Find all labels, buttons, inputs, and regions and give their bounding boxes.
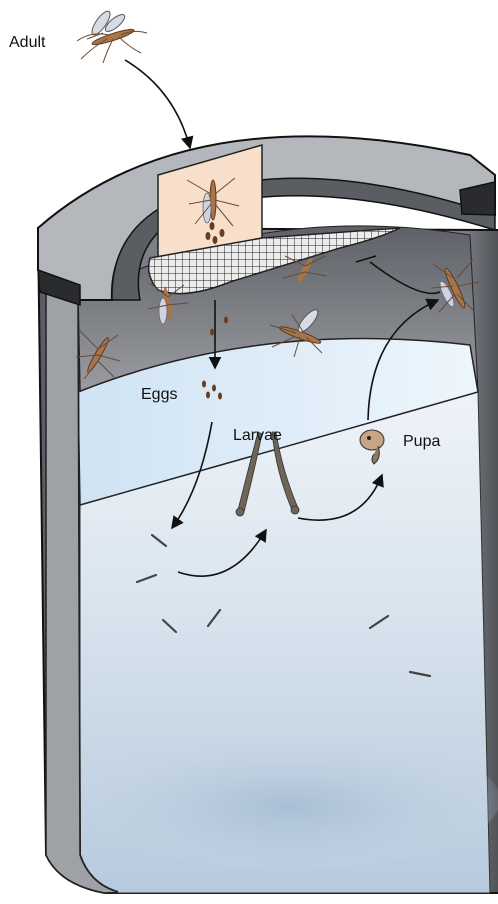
water-bottom-shade	[80, 730, 498, 870]
label-pupa: Pupa	[403, 433, 440, 450]
container	[38, 226, 498, 893]
adult-mosquito-flying	[77, 9, 147, 63]
label-larvae: Larvae	[233, 427, 282, 444]
label-eggs: Eggs	[141, 386, 177, 403]
arrow-adult-to-container	[125, 60, 190, 148]
label-adult: Adult	[9, 34, 46, 51]
